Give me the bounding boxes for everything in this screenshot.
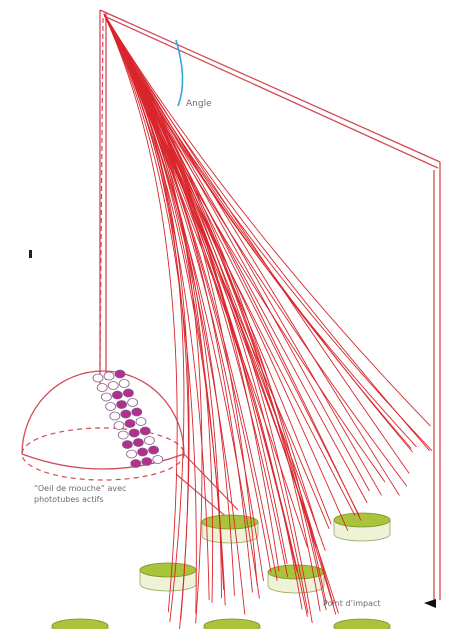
photomultiplier-tube (110, 412, 120, 420)
ground-tank (204, 619, 260, 629)
photomultiplier-tube (131, 460, 141, 468)
photomultiplier-tube (122, 441, 132, 449)
photomultiplier-tube (93, 374, 103, 382)
shower-particle-track (104, 14, 409, 473)
shower-particle-track (104, 14, 430, 426)
photomultiplier-tube (121, 410, 131, 418)
ground-tank (52, 619, 108, 629)
photomultiplier-tube (138, 448, 148, 456)
photomultiplier-tube (133, 439, 143, 447)
impact-marker-icon (424, 599, 436, 608)
photomultiplier-tube (97, 384, 107, 392)
photomultiplier-tube (115, 370, 125, 378)
fly-eye-label-line2: phototubes actifs (34, 495, 104, 504)
photomultiplier-tube (118, 431, 128, 439)
ground-tank (140, 563, 196, 591)
photomultiplier-tube (144, 437, 154, 445)
photomultiplier-tube (101, 393, 111, 401)
photomultiplier-tube (104, 372, 114, 380)
photomultiplier-tube (153, 456, 163, 464)
photomultiplier-tube (140, 427, 150, 435)
photomultiplier-tube (114, 422, 124, 430)
fly-eye-label-line1: “Oeil de mouche” avec (34, 484, 126, 493)
photomultiplier-tube (125, 420, 135, 428)
photomultiplier-tube (123, 389, 133, 397)
photomultiplier-tube (119, 380, 129, 388)
ground-tank (334, 619, 390, 629)
shower-particle-track (104, 14, 411, 448)
impact-point-label: Point d’impact (323, 599, 381, 608)
photomultiplier-tube (149, 446, 159, 454)
tick-mark (29, 250, 32, 258)
photomultiplier-array (93, 370, 163, 468)
fly-eye-detector (22, 370, 184, 480)
photomultiplier-tube (112, 391, 122, 399)
photomultiplier-tube (127, 450, 137, 458)
photomultiplier-tube (129, 429, 139, 437)
photomultiplier-tube (132, 408, 142, 416)
photomultiplier-tube (142, 458, 152, 466)
shower-particle-track (104, 14, 271, 572)
photomultiplier-tube (117, 401, 127, 409)
ground-tank (334, 513, 390, 541)
photomultiplier-tube (106, 403, 116, 411)
photomultiplier-tube (108, 382, 118, 390)
angle-label: Angle (186, 99, 212, 109)
shower-particle-track (104, 14, 234, 595)
photomultiplier-tube (136, 418, 146, 426)
photomultiplier-tube (128, 399, 138, 407)
